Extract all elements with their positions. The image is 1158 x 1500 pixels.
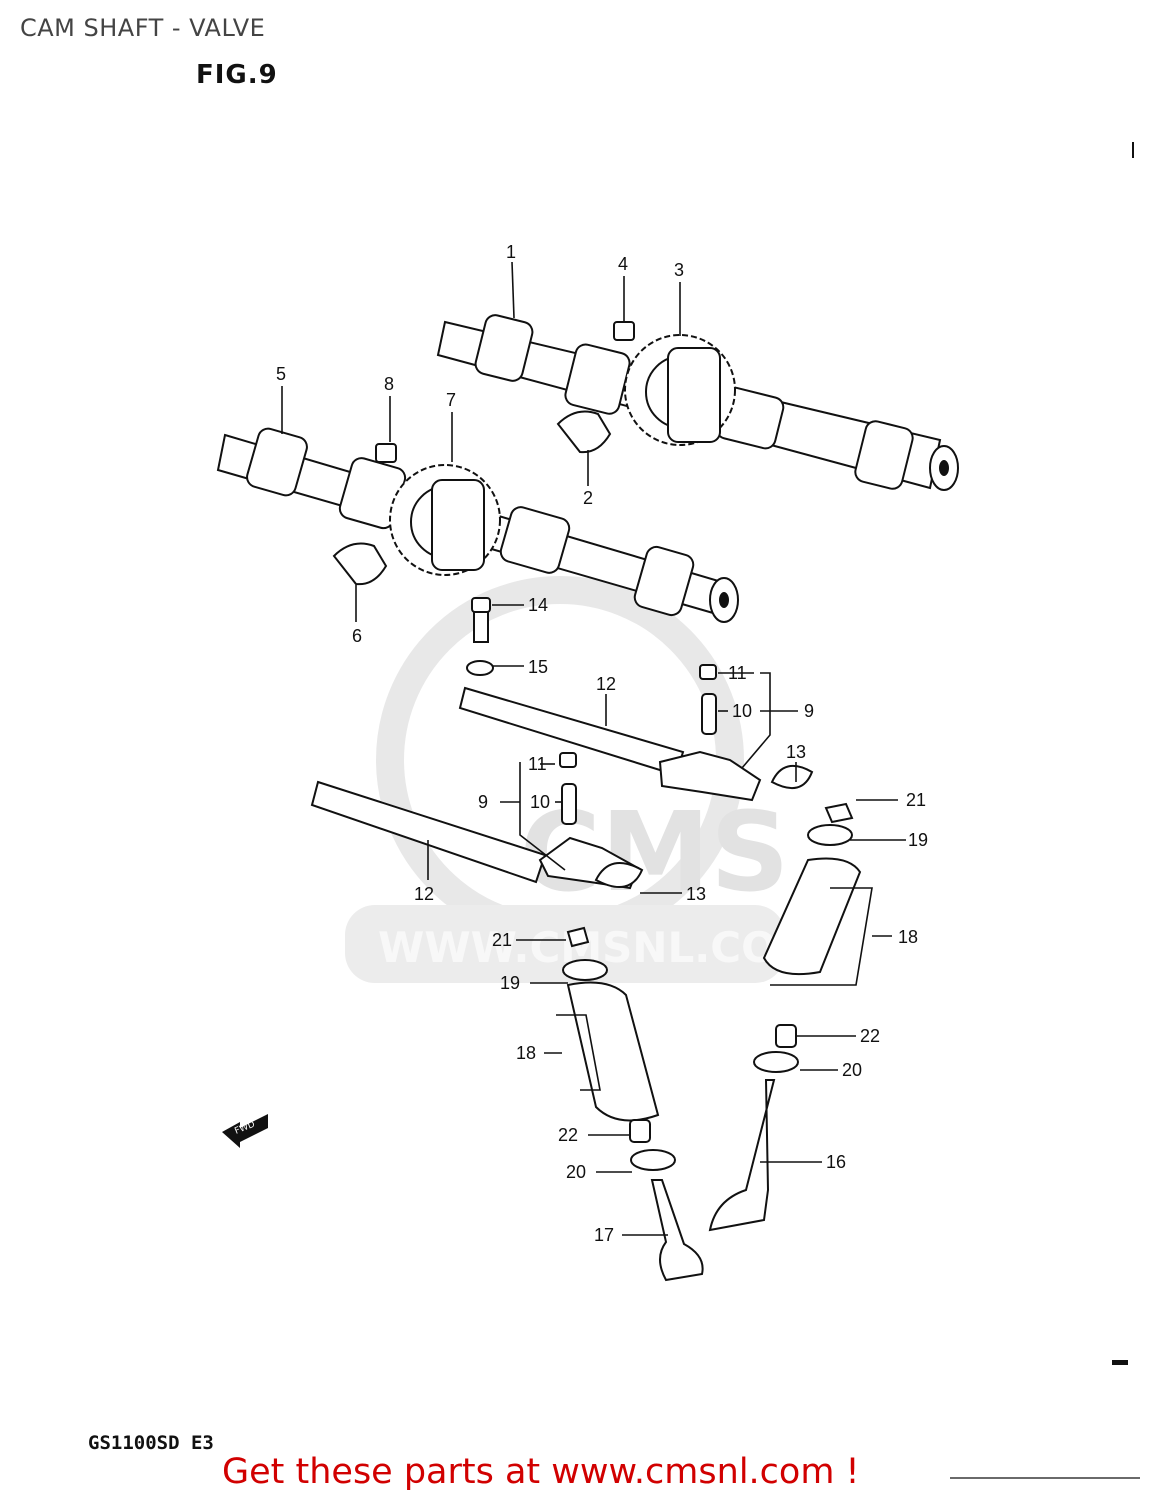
callout-22-left: 22 (558, 1125, 578, 1145)
callout-11-upper: 11 (728, 663, 747, 683)
callout-13-upper: 13 (786, 742, 806, 762)
callout-labels: 1 2 3 4 5 6 7 8 9 9 10 10 11 11 12 12 13… (276, 242, 928, 1245)
callout-20-right: 20 (842, 1060, 862, 1080)
callout-8: 8 (384, 374, 394, 394)
upper-camshaft (436, 314, 959, 491)
callout-9-lower: 9 (478, 792, 488, 812)
callout-12-lower: 12 (414, 884, 434, 904)
callout-12-upper: 12 (596, 674, 616, 694)
callout-3: 3 (674, 260, 684, 280)
callout-22-right: 22 (860, 1026, 880, 1046)
leader-lines (281, 261, 906, 1236)
callout-6: 6 (352, 626, 362, 646)
callout-1: 1 (506, 242, 516, 262)
callout-4: 4 (618, 254, 628, 274)
fwd-arrow-icon: FWD (222, 1114, 268, 1148)
callout-16: 16 (826, 1152, 846, 1172)
callout-14: 14 (528, 595, 548, 615)
figure-title: FIG.9 (196, 60, 278, 90)
callout-21-left: 21 (492, 930, 512, 950)
rocker-assemblies (310, 686, 854, 948)
callout-19-left: 19 (500, 973, 520, 993)
callout-5: 5 (276, 364, 286, 384)
callout-18-left: 18 (516, 1043, 536, 1063)
callout-9-upper: 9 (804, 701, 814, 721)
model-code: GS1100SD E3 (88, 1432, 214, 1454)
callout-10-upper: 10 (732, 701, 752, 721)
callout-21-right: 21 (906, 790, 926, 810)
callout-17: 17 (594, 1225, 614, 1245)
promo-link[interactable]: Get these parts at www.cmsnl.com ! (222, 1452, 860, 1492)
callout-13-lower: 13 (686, 884, 706, 904)
callout-11-lower: 11 (528, 754, 547, 774)
page-title: CAM SHAFT - VALVE (20, 14, 266, 42)
callout-10-lower: 10 (530, 792, 550, 812)
callout-7: 7 (446, 390, 456, 410)
callout-20-left: 20 (566, 1162, 586, 1182)
edge-marks (950, 142, 1140, 1479)
callout-18-right: 18 (898, 927, 918, 947)
callout-19-right: 19 (908, 830, 928, 850)
callout-15: 15 (528, 657, 548, 677)
small-parts (332, 321, 717, 825)
lower-camshaft (216, 427, 739, 623)
callout-2: 2 (583, 488, 593, 508)
